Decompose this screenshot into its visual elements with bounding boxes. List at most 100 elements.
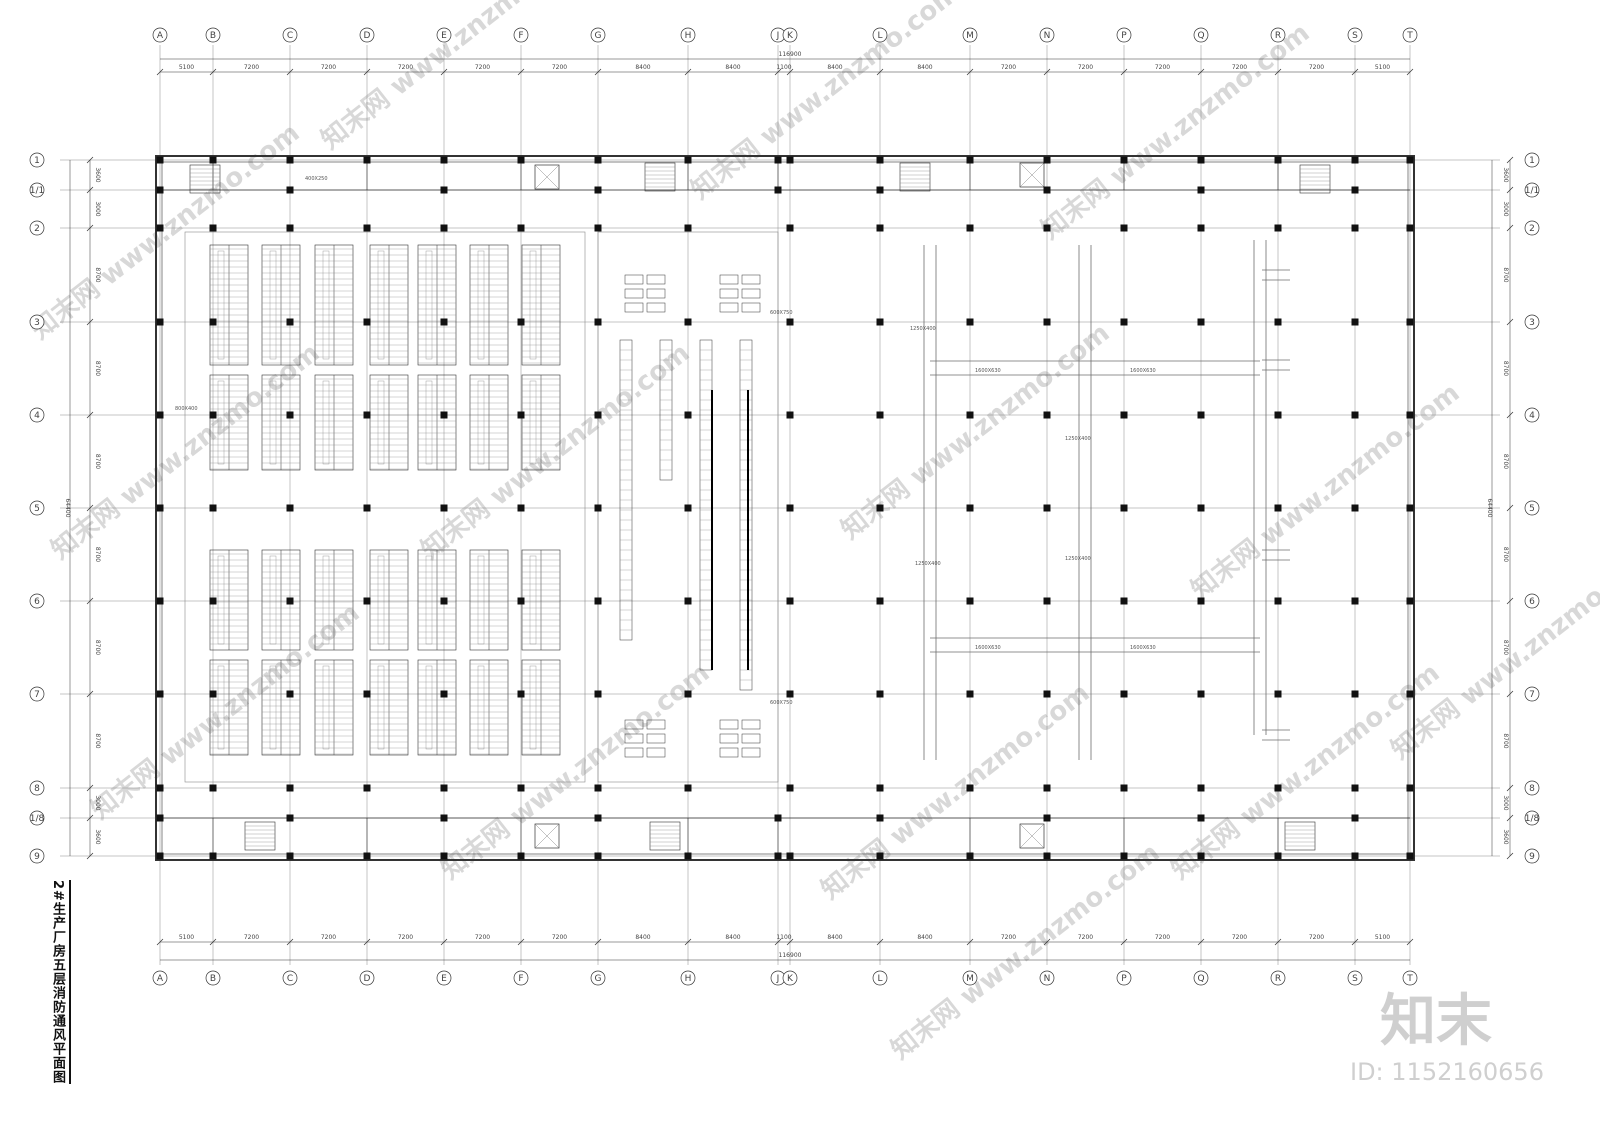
rack-hatch <box>529 250 537 360</box>
column <box>286 411 294 419</box>
axis-bubble-circle <box>1524 686 1540 702</box>
column <box>684 690 692 698</box>
axis-bubble-label: 8 <box>34 784 40 794</box>
column-axis-bubble-bottom: C <box>282 970 298 986</box>
dimension-tick <box>86 784 94 792</box>
column <box>517 784 525 792</box>
axis-bubble-label: N <box>1044 974 1051 984</box>
axis-bubble-label: L <box>877 31 882 41</box>
axis-bubble-circle <box>29 182 45 198</box>
column <box>440 156 448 164</box>
column <box>1120 852 1128 860</box>
cabinet-strip <box>699 339 713 671</box>
rack-hatch <box>529 665 537 750</box>
duct-size-label: 1600X630 <box>1130 368 1156 374</box>
dimension-tick <box>594 938 602 946</box>
axis-bubble-label: 3 <box>34 318 40 328</box>
column <box>517 597 525 605</box>
dimension-tick <box>1351 938 1359 946</box>
column <box>786 224 794 232</box>
rack-block <box>314 659 354 756</box>
unit-box <box>646 302 666 313</box>
column <box>1351 784 1359 792</box>
axis-bubble-circle <box>1402 970 1418 986</box>
duct-size-label: 600X750 <box>770 310 793 316</box>
axis-bubble-label: K <box>787 974 794 984</box>
column <box>286 852 294 860</box>
column <box>1274 156 1282 164</box>
rack-block <box>469 549 509 651</box>
row-axis-bubble-right: 7 <box>1524 686 1540 702</box>
dimension-tick <box>1506 814 1514 822</box>
column <box>156 411 164 419</box>
column <box>1043 186 1051 194</box>
axis-bubble-label: L <box>877 974 882 984</box>
elevator-cross <box>534 164 560 190</box>
dimension-tick <box>684 68 692 76</box>
unit-box <box>624 288 644 299</box>
stair-outline <box>899 162 931 192</box>
column-spacing-label: 7200 <box>1001 64 1016 71</box>
column <box>156 814 164 822</box>
dimension-tick <box>440 68 448 76</box>
watermark-text: 知末网 www.znzmo.com <box>686 0 966 206</box>
column <box>1043 318 1051 326</box>
rack-block <box>469 374 509 471</box>
column-spacing-label: 7200 <box>1155 64 1170 71</box>
column <box>774 156 782 164</box>
axis-bubble-label: 2 <box>1529 224 1535 234</box>
column <box>876 504 884 512</box>
column <box>1274 852 1282 860</box>
column-spacing-label: 8400 <box>725 934 740 941</box>
column <box>1043 597 1051 605</box>
unit-box <box>624 747 644 758</box>
row-spacing-label: 8700 <box>94 454 101 469</box>
column <box>1274 411 1282 419</box>
column-spacing-label: 7200 <box>1155 934 1170 941</box>
unit-box <box>646 733 666 744</box>
column <box>684 597 692 605</box>
column <box>786 597 794 605</box>
elevator-cross <box>1019 823 1045 849</box>
row-spacing-label: 8700 <box>1502 361 1509 376</box>
column <box>876 156 884 164</box>
axis-bubble-circle <box>205 970 221 986</box>
rack-hatch <box>425 665 433 750</box>
column-axis-bubble-bottom: M <box>962 970 978 986</box>
row-spacing-label: 8700 <box>94 267 101 282</box>
dimension-tick <box>86 852 94 860</box>
column <box>517 411 525 419</box>
column <box>440 411 448 419</box>
column-axis-bubble-top: E <box>436 27 452 43</box>
dimension-tick <box>86 318 94 326</box>
column <box>156 156 164 164</box>
axis-bubble-label: H <box>685 974 692 984</box>
column-axis-bubble-bottom: E <box>436 970 452 986</box>
column <box>966 411 974 419</box>
axis-bubble-circle <box>29 810 45 826</box>
dimension-tick <box>1043 938 1051 946</box>
row-axis-bubble-left: 9 <box>29 848 45 864</box>
axis-bubble-circle <box>1116 970 1132 986</box>
axis-bubble-label: 5 <box>1529 504 1535 514</box>
dimension-tick <box>86 411 94 419</box>
unit-box <box>719 288 739 299</box>
dimension-tick <box>86 814 94 822</box>
row-spacing-label: 8700 <box>94 733 101 748</box>
row-spacing-label: 8700 <box>1502 454 1509 469</box>
axis-bubble-label: R <box>1275 31 1281 41</box>
column-axis-bubble-top: N <box>1039 27 1055 43</box>
axis-bubble-label: P <box>1121 31 1127 41</box>
rack-block <box>369 374 409 471</box>
row-axis-bubble-left: 6 <box>29 593 45 609</box>
column-axis-bubble-bottom: F <box>513 970 529 986</box>
column <box>594 814 602 822</box>
rack-block <box>521 659 561 756</box>
duct-size-label: 800X400 <box>175 406 198 412</box>
axis-bubble-circle <box>29 314 45 330</box>
column <box>286 690 294 698</box>
axis-bubble-circle <box>1524 407 1540 423</box>
column-axis-bubble-top: K <box>782 27 798 43</box>
column-axis-bubble-bottom: Q <box>1193 970 1209 986</box>
column <box>363 852 371 860</box>
